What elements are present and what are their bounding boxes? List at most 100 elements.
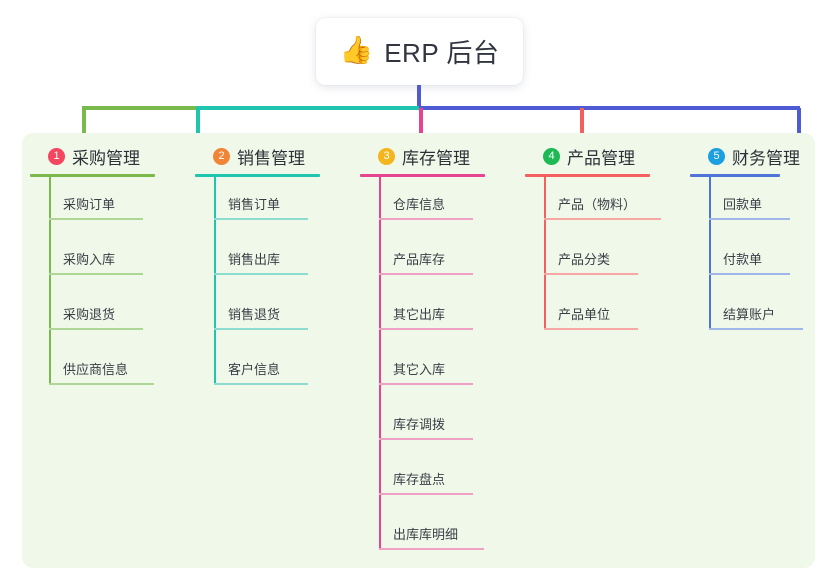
- module-column: 1 采购管理采购订单采购入库采购退货供应商信息: [30, 143, 190, 397]
- module-header[interactable]: 3 库存管理: [360, 143, 520, 169]
- module-item-rule: [379, 328, 473, 330]
- module-item-label: 采购订单: [63, 197, 116, 212]
- module-item-label: 采购退货: [63, 307, 116, 322]
- module-header-rule: [525, 174, 650, 177]
- root-title: ERP 后台: [384, 38, 500, 68]
- module-column: 4 产品管理产品（物料） 产品分类产品单位: [525, 143, 685, 342]
- module-item-rule: [379, 438, 473, 440]
- module-item-rule: [544, 273, 638, 275]
- module-item[interactable]: 其它入库: [360, 342, 520, 397]
- module-title: 销售管理: [237, 148, 305, 168]
- module-item-rule: [709, 328, 803, 330]
- module-item-label: 仓库信息: [393, 197, 446, 212]
- module-spine-line: [214, 177, 216, 385]
- module-title: 财务管理: [732, 148, 800, 168]
- module-number-badge: 1: [48, 147, 65, 165]
- module-item-rule: [544, 328, 638, 330]
- modules-panel: [22, 133, 815, 568]
- bus-segment-inventory-to-finance: [419, 106, 800, 110]
- module-column: 2 销售管理销售订单销售出库销售退货客户信息: [195, 143, 355, 397]
- module-number-badge: 3: [378, 147, 395, 165]
- module-item-label: 库存调拨: [393, 417, 446, 432]
- module-number-badge: 2: [213, 147, 230, 165]
- module-item[interactable]: 产品库存: [360, 232, 520, 287]
- module-item[interactable]: 客户信息: [195, 342, 355, 397]
- module-title: 产品管理: [567, 148, 635, 168]
- module-header[interactable]: 5 财务管理: [690, 143, 815, 169]
- module-item-list: 销售订单销售出库销售退货客户信息: [195, 177, 355, 397]
- module-header-rule: [360, 174, 485, 177]
- module-item-label: 出库库明细: [393, 527, 459, 542]
- module-header[interactable]: 4 产品管理: [525, 143, 685, 169]
- module-header-rule: [195, 174, 320, 177]
- module-title: 采购管理: [72, 148, 140, 168]
- module-item-rule: [379, 218, 473, 220]
- module-item-label: 销售出库: [228, 252, 281, 267]
- module-item-rule: [49, 328, 143, 330]
- module-item-label: 销售退货: [228, 307, 281, 322]
- module-item-label: 产品库存: [393, 252, 446, 267]
- module-item-rule: [379, 383, 473, 385]
- module-header[interactable]: 1 采购管理: [30, 143, 190, 169]
- bus-segment-purchasing: [82, 106, 196, 110]
- bus-segment-sales: [196, 106, 419, 110]
- module-item-label: 结算账户: [723, 307, 776, 322]
- module-column: 3 库存管理仓库信息产品库存其它出库其它入库库存调拨库存盘点出库库明细: [360, 143, 520, 562]
- module-item-label: 其它出库: [393, 307, 446, 322]
- module-spine-line: [379, 177, 381, 550]
- module-item-rule: [49, 273, 143, 275]
- root-node-card[interactable]: 👍 ERP 后台: [316, 18, 523, 85]
- module-item[interactable]: 其它出库: [360, 287, 520, 342]
- module-item-rule: [379, 273, 473, 275]
- module-title: 库存管理: [402, 148, 470, 168]
- module-header-rule: [690, 174, 780, 177]
- module-item-label: 采购入库: [63, 252, 116, 267]
- module-item[interactable]: 采购入库: [30, 232, 190, 287]
- module-item[interactable]: 产品单位: [525, 287, 685, 342]
- module-item[interactable]: 出库库明细: [360, 507, 520, 562]
- module-item-label: 产品（物料）: [558, 197, 637, 212]
- module-item[interactable]: 结算账户: [690, 287, 815, 342]
- module-item[interactable]: 库存盘点: [360, 452, 520, 507]
- root-stem-line: [417, 85, 421, 109]
- thumbs-up-icon: 👍: [339, 35, 374, 65]
- module-item[interactable]: 库存调拨: [360, 397, 520, 452]
- module-item-list: 回款单付款单结算账户: [690, 177, 815, 342]
- drop-line-purchasing: [82, 108, 86, 136]
- module-item-rule: [544, 218, 661, 220]
- module-number-badge: 5: [708, 147, 725, 165]
- module-item[interactable]: 销售退货: [195, 287, 355, 342]
- module-item-list: 仓库信息产品库存其它出库其它入库库存调拨库存盘点出库库明细: [360, 177, 520, 562]
- module-item-list: 采购订单采购入库采购退货供应商信息: [30, 177, 190, 397]
- module-header-rule: [30, 174, 155, 177]
- module-item[interactable]: 产品分类: [525, 232, 685, 287]
- module-item-rule: [379, 493, 473, 495]
- module-item[interactable]: 销售出库: [195, 232, 355, 287]
- module-item[interactable]: 付款单: [690, 232, 815, 287]
- module-item-label: 库存盘点: [393, 472, 446, 487]
- module-item-label: 付款单: [723, 252, 763, 267]
- module-item-rule: [214, 383, 308, 385]
- module-header[interactable]: 2 销售管理: [195, 143, 355, 169]
- module-item-label: 供应商信息: [63, 362, 129, 377]
- module-item-label: 其它入库: [393, 362, 446, 377]
- module-item[interactable]: 仓库信息: [360, 177, 520, 232]
- drop-line-product: [580, 108, 584, 136]
- module-spine-line: [49, 177, 51, 385]
- module-number-badge: 4: [543, 147, 560, 165]
- module-item-label: 产品单位: [558, 307, 611, 322]
- module-item-label: 销售订单: [228, 197, 281, 212]
- module-spine-line: [544, 177, 546, 330]
- module-item[interactable]: 采购退货: [30, 287, 190, 342]
- module-item[interactable]: 回款单: [690, 177, 815, 232]
- module-item-rule: [709, 218, 790, 220]
- module-item[interactable]: 销售订单: [195, 177, 355, 232]
- module-item[interactable]: 采购订单: [30, 177, 190, 232]
- module-item-rule: [214, 218, 308, 220]
- module-item[interactable]: 产品（物料）: [525, 177, 685, 232]
- module-item-label: 产品分类: [558, 252, 611, 267]
- module-item-rule: [709, 273, 790, 275]
- module-item-list: 产品（物料） 产品分类产品单位: [525, 177, 685, 342]
- module-item[interactable]: 供应商信息: [30, 342, 190, 397]
